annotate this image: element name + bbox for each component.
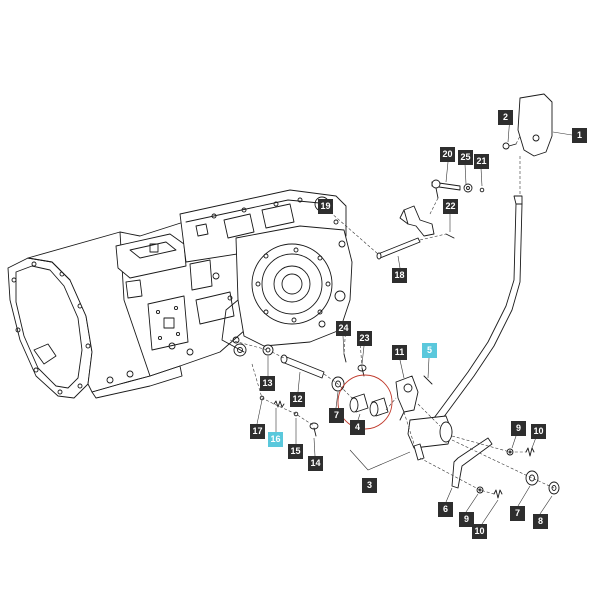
callout-8: 8 [533, 514, 548, 529]
callout-10-lower: 10 [472, 524, 487, 539]
callout-23: 23 [357, 331, 372, 346]
callout-12: 12 [290, 392, 305, 407]
callout-14: 14 [308, 456, 323, 471]
callout-5: 5 [422, 343, 437, 358]
callout-22: 22 [443, 199, 458, 214]
gear-lever [407, 93, 560, 499]
callout-19: 19 [318, 199, 333, 214]
callout-9-lower: 9 [459, 512, 474, 527]
callout-15: 15 [288, 444, 303, 459]
leader-lines [229, 115, 573, 525]
callout-24: 24 [336, 321, 351, 336]
callout-3: 3 [362, 478, 377, 493]
callout-11: 11 [392, 345, 407, 360]
callout-13: 13 [260, 376, 275, 391]
callout-18: 18 [392, 268, 407, 283]
detail-circle [337, 374, 393, 430]
callout-16: 16 [268, 432, 283, 447]
callout-10: 10 [531, 424, 546, 439]
callout-17: 17 [250, 424, 265, 439]
callout-7: 7 [329, 408, 344, 423]
callout-20: 20 [440, 147, 455, 162]
callout-4: 4 [350, 420, 365, 435]
callout-1: 1 [572, 128, 587, 143]
callout-7-right: 7 [510, 506, 525, 521]
callout-6: 6 [438, 502, 453, 517]
callout-9: 9 [511, 421, 526, 436]
small-parts [259, 142, 517, 437]
callout-21: 21 [474, 154, 489, 169]
callout-2: 2 [498, 110, 513, 125]
transmission-housing [7, 189, 353, 399]
callout-25: 25 [458, 150, 473, 165]
